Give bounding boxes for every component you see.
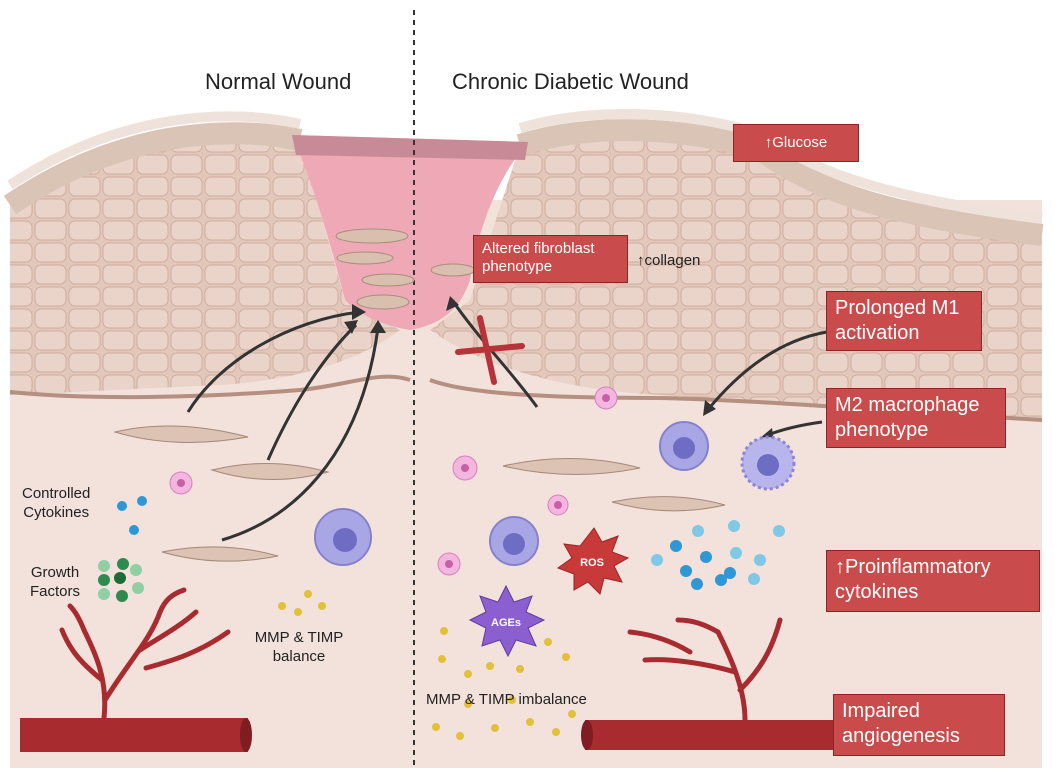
glucose-box: ↑Glucose [733, 124, 859, 162]
mmp-dots-left [278, 590, 326, 616]
ages-burst: AGEs [468, 584, 546, 658]
collagen-label: ↑collagen [637, 252, 701, 269]
controlled-cytokines-label: Controlled Cytokines [22, 485, 91, 521]
ros-label: ROS [580, 557, 604, 569]
left-epidermis [3, 111, 411, 400]
mmp-timp-balance-label: MMP & TIMP balance [254, 629, 344, 665]
normal-wound-heading: Normal Wound [205, 69, 352, 94]
wound-fibroblasts [335, 228, 476, 310]
m2-macrophage-box: M2 macrophage phenotype [826, 388, 1006, 448]
mmp-dots-right [432, 627, 576, 740]
proinflammatory-box: ↑Proinflammatory cytokines [826, 550, 1040, 612]
mmp-timp-imbalance-label: MMP & TIMP imbalance [426, 691, 587, 708]
dermal-fibroblasts [113, 425, 726, 562]
ros-burst: ROS [556, 527, 630, 595]
altered-fibroblast-box: Altered fibroblast phenotype [473, 235, 628, 283]
controlled-cytokines-dots [117, 496, 147, 535]
wound-scab [292, 135, 528, 160]
blocked-cross [455, 315, 525, 385]
impaired-angiogenesis-box: Impaired angiogenesis [833, 694, 1005, 756]
growth-factor-dots [98, 558, 144, 602]
wound-bed [292, 135, 528, 330]
growth-factors-label: Growth Factors [30, 564, 81, 600]
ages-label: AGEs [491, 617, 521, 629]
chronic-wound-heading: Chronic Diabetic Wound [452, 69, 689, 94]
prolonged-m1-box: Prolonged M1 activation [826, 291, 982, 351]
capillary-branches [59, 587, 783, 723]
proinflammatory-cytokine-dots [651, 520, 785, 590]
macrophage-cells [314, 421, 796, 566]
